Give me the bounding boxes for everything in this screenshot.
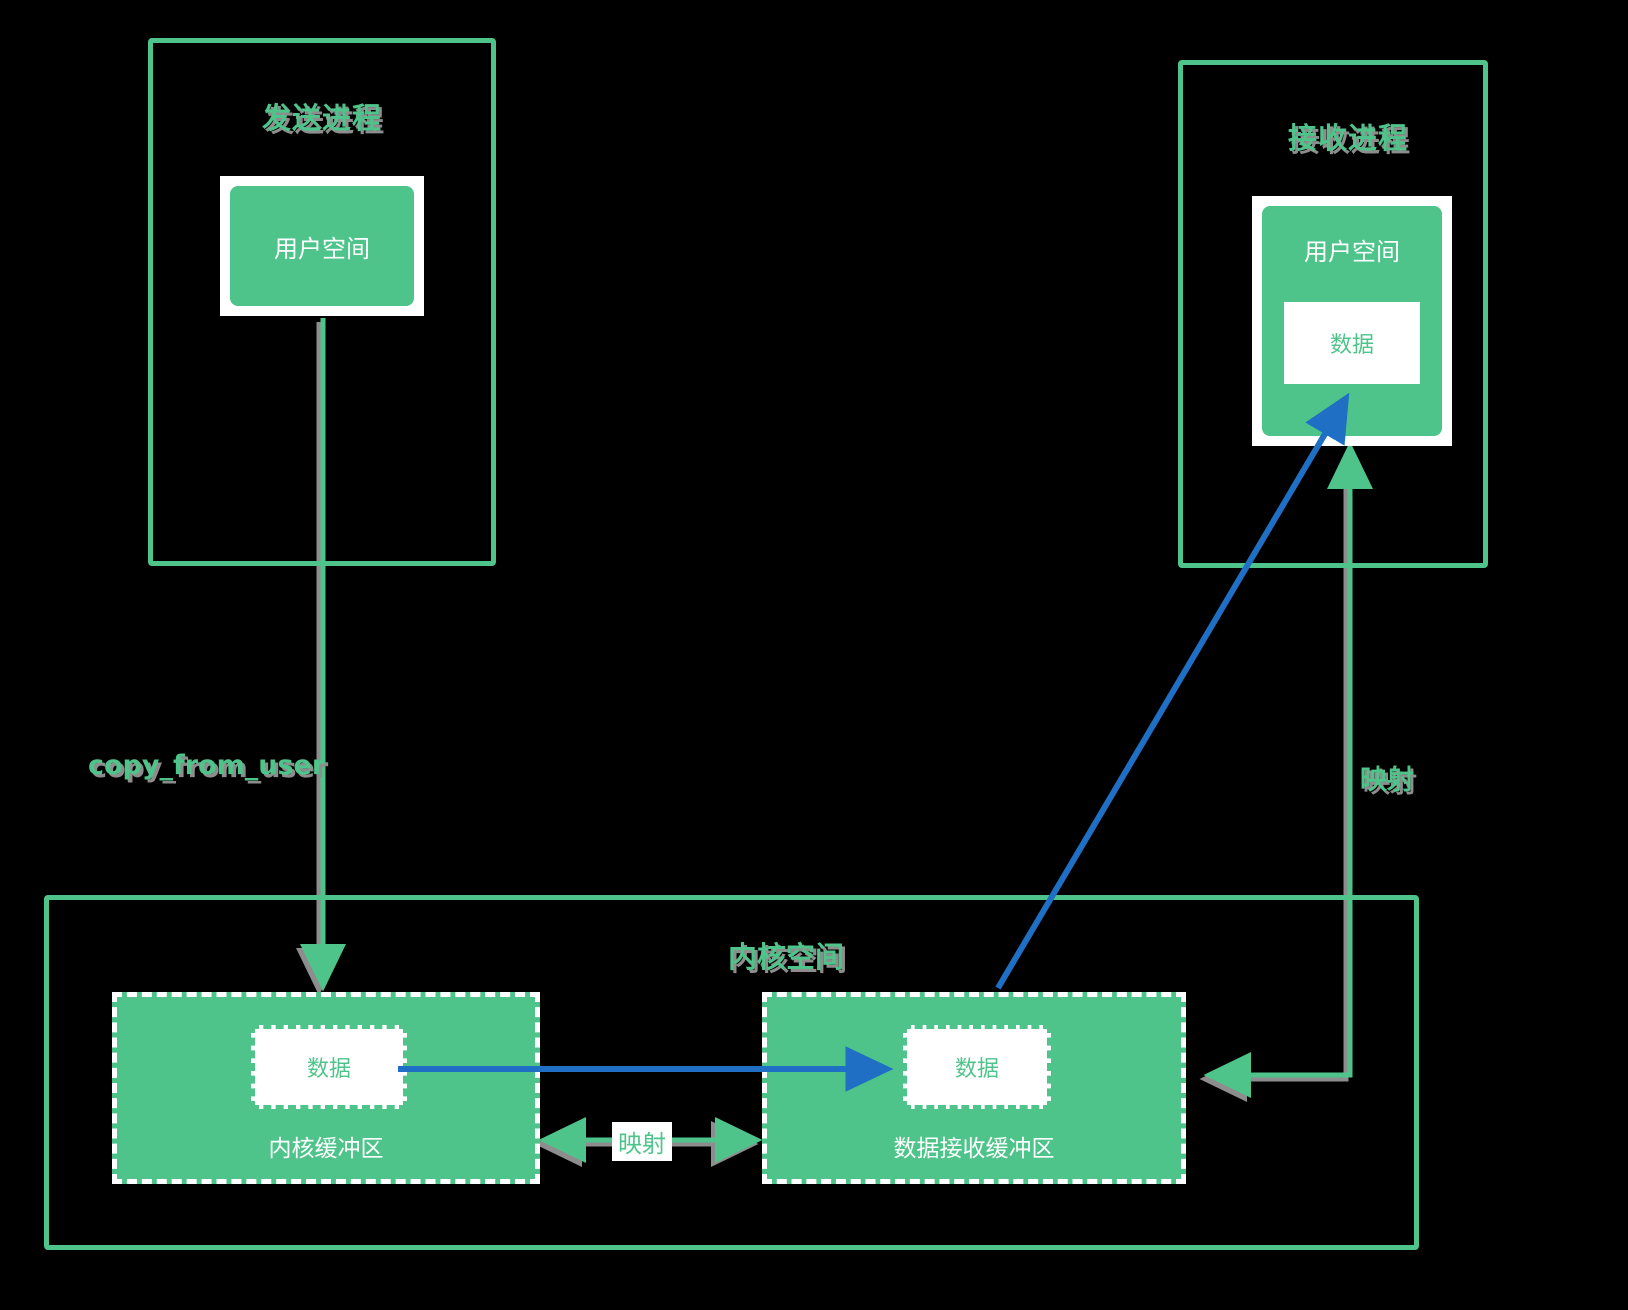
- kernel-buffer-data-label: 数据: [306, 1057, 351, 1082]
- kernel-space-frame: [44, 895, 1419, 1250]
- receiver-data-chip: 数据: [1284, 302, 1420, 384]
- receiver-data-label: 数据: [1329, 333, 1374, 358]
- receiver-userspace-halo: 用户空间 数据: [1252, 196, 1452, 446]
- sender-process-frame: [148, 38, 496, 566]
- buffer-mapping-label: 映射: [612, 1122, 672, 1161]
- receive-buffer-data-label: 数据: [954, 1057, 999, 1082]
- kernel-buffer-box: 数据 内核缓冲区: [112, 992, 540, 1184]
- receive-buffer-data-chip: 数据: [903, 1025, 1051, 1109]
- kernel-buffer-label: 内核缓冲区: [268, 1136, 384, 1162]
- kernel-buffer-data-chip: 数据: [251, 1025, 407, 1109]
- sender-userspace-halo: 用户空间: [220, 176, 424, 316]
- receiver-userspace-box: 用户空间 数据: [1262, 206, 1442, 436]
- copy-from-user-label: copy_from_user: [88, 750, 326, 781]
- sender-userspace-label: 用户空间: [274, 234, 370, 263]
- receiver-process-title: 接收进程: [1287, 121, 1409, 155]
- receiver-mapping-label: 映射: [1360, 765, 1414, 796]
- sender-process-title: 发送进程: [261, 101, 383, 135]
- kernel-space-title: 内核空间: [727, 940, 845, 974]
- receiver-userspace-label: 用户空间: [1304, 238, 1400, 266]
- receive-buffer-box: 数据 数据接收缓冲区: [762, 992, 1186, 1184]
- receive-buffer-label: 数据接收缓冲区: [893, 1136, 1055, 1162]
- sender-userspace-box: 用户空间: [230, 186, 414, 306]
